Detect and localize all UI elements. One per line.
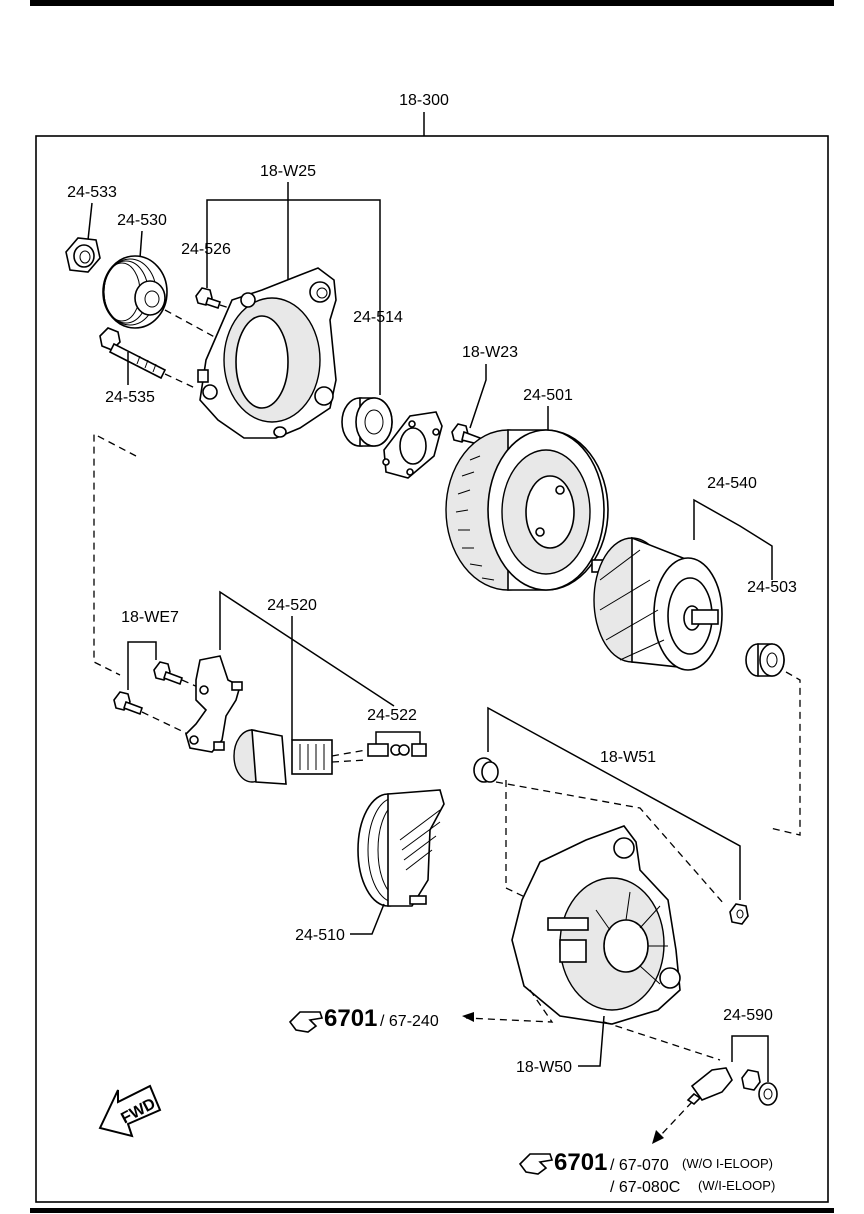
nut-24-533 <box>65 237 101 273</box>
label-24-533: 24-533 <box>67 184 117 201</box>
label-24-540: 24-540 <box>707 475 757 492</box>
ref-67-080c-note: (W/I-ELOOP) <box>698 1178 775 1193</box>
ref-67-070[interactable]: / 67-070 <box>610 1157 669 1174</box>
rear-bracket-18-w50 <box>511 825 681 1025</box>
label-24-535: 24-535 <box>105 389 155 406</box>
arrow-head-ref1 <box>462 1012 474 1022</box>
ref-hand-icon-1 <box>288 1011 324 1033</box>
label-24-526: 24-526 <box>181 241 231 258</box>
bushing-18-w51 <box>473 757 499 783</box>
brush-holder-24-520 <box>233 729 333 785</box>
ref-6701-b[interactable]: 6701 <box>554 1149 607 1176</box>
bolt-18-we7-lower <box>113 691 144 716</box>
label-24-503: 24-503 <box>747 579 797 596</box>
rotor-24-540 <box>591 536 723 671</box>
retainer-plate <box>382 411 443 479</box>
bolt-24-526 <box>195 287 222 310</box>
label-18-w23: 18-W23 <box>462 344 518 361</box>
label-18-w50: 18-W50 <box>516 1059 572 1076</box>
ref-67-070-note: (W/O I-ELOOP) <box>682 1156 773 1171</box>
label-24-590: 24-590 <box>723 1007 773 1024</box>
assembly-frame <box>35 135 829 1203</box>
label-18-300: 18-300 <box>399 92 449 109</box>
terminal-24-590 <box>686 1067 778 1106</box>
ref-67-240[interactable]: / 67-240 <box>380 1013 439 1030</box>
top-border-bar <box>30 0 834 6</box>
nut-18-w51 <box>729 903 749 925</box>
bottom-border-bar <box>30 1208 834 1213</box>
label-24-514: 24-514 <box>353 309 403 326</box>
ref-6701-a[interactable]: 6701 <box>324 1005 377 1032</box>
label-24-510: 24-510 <box>295 927 345 944</box>
bearing-24-514 <box>341 397 393 447</box>
fwd-arrow-icon: FWD <box>98 1084 162 1138</box>
brush-holder-plate <box>185 655 243 753</box>
bearing-24-503 <box>745 643 785 677</box>
arrow-head-ref2 <box>652 1130 664 1144</box>
brushes-24-522 <box>367 743 427 757</box>
label-24-522: 24-522 <box>367 707 417 724</box>
label-18-we7: 18-WE7 <box>121 609 179 626</box>
bolt-24-535 <box>99 327 167 380</box>
pulley-24-530 <box>102 255 168 329</box>
label-18-w51: 18-W51 <box>600 749 656 766</box>
stator-24-501 <box>445 429 609 591</box>
label-24-530: 24-530 <box>117 212 167 229</box>
ref-hand-icon-2 <box>518 1153 554 1175</box>
label-24-501: 24-501 <box>523 387 573 404</box>
label-24-520: 24-520 <box>267 597 317 614</box>
front-bracket-18-w25 <box>197 267 337 439</box>
ref-67-080c[interactable]: / 67-080C <box>610 1179 680 1196</box>
label-18-w25: 18-W25 <box>260 163 316 180</box>
rectifier-24-510 <box>357 789 445 907</box>
bolt-18-we7-upper <box>153 661 184 686</box>
